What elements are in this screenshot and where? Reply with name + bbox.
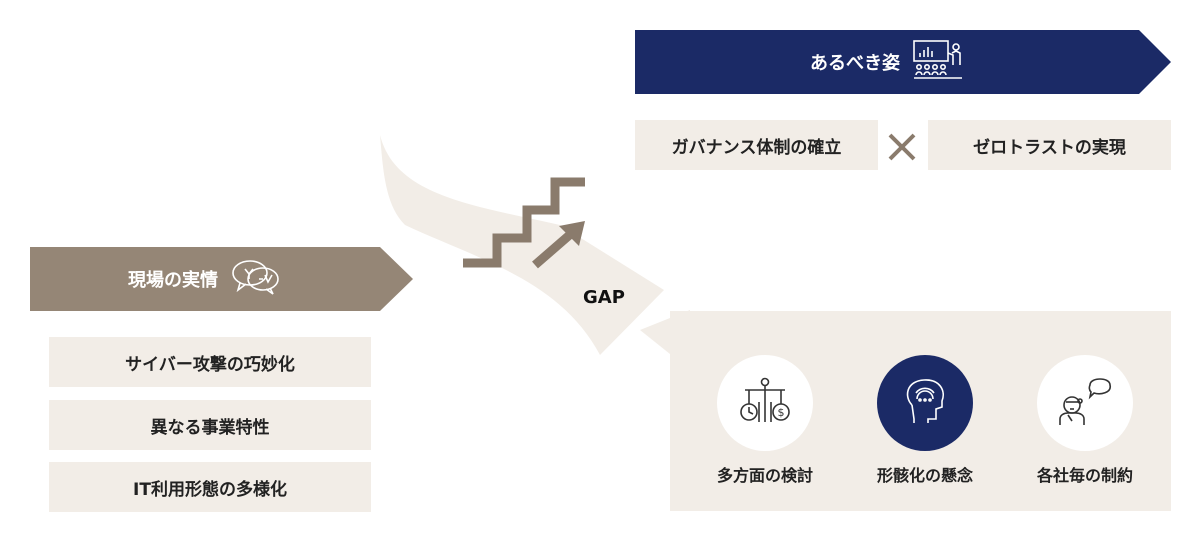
reality-item-business: 異なる事業特性 <box>49 400 371 450</box>
concern-circle-2 <box>877 355 973 451</box>
reality-item-it-usage: IT利用形態の多様化 <box>49 462 371 512</box>
goal-governance: ガバナンス体制の確立 <box>635 120 878 170</box>
reality-item-cyber: サイバー攻撃の巧妙化 <box>49 337 371 387</box>
presentation-audience-icon <box>912 39 964 86</box>
stairs-arrow-icon <box>463 177 585 269</box>
reality-banner: 現場の実情 <box>30 247 413 311</box>
ideal-banner: あるべき姿 <box>635 30 1171 94</box>
balance-scale-icon: $ <box>737 376 793 430</box>
concern-label-3: 各社毎の制約 <box>1036 466 1133 485</box>
person-thought-icon <box>1056 375 1114 431</box>
svg-text:$: $ <box>778 406 785 419</box>
concern-label-2: 形骸化の懸念 <box>876 466 973 485</box>
speech-bubbles-icon <box>230 257 282 302</box>
head-thinking-icon <box>900 375 950 431</box>
concern-label-1: 多方面の検討 <box>716 466 813 485</box>
concern-circle-1: $ <box>717 355 813 451</box>
gap-label: GAP <box>583 287 625 308</box>
concern-circle-3 <box>1037 355 1133 451</box>
ideal-title: あるべき姿 <box>810 53 900 74</box>
goal-zero-trust: ゼロトラストの実現 <box>928 120 1171 170</box>
reality-title: 現場の実情 <box>128 270 218 291</box>
cross-icon <box>886 131 918 163</box>
